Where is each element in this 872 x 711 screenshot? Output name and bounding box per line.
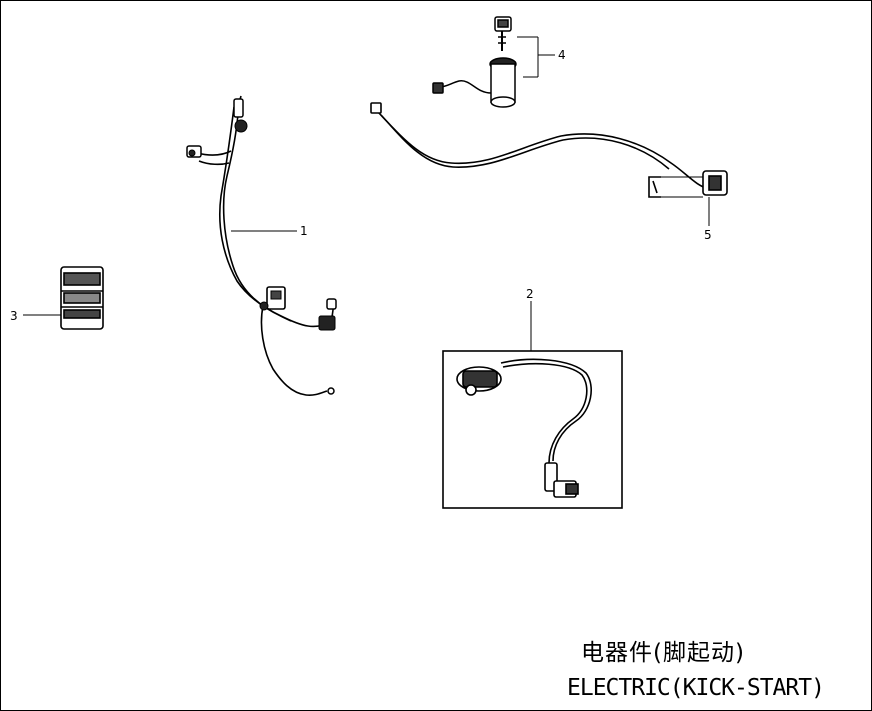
callout-4: 4 [558,48,566,62]
sensor-lead [456,358,592,498]
callout-2: 2 [526,287,534,301]
relay-module [60,266,104,330]
switch-cable [370,102,728,198]
callout-1: 1 [300,224,308,238]
leader-lines [23,36,710,351]
part-2-box [442,350,623,509]
harness-connectors [186,98,337,395]
title-english: ELECTRIC(KICK-START) [567,675,825,701]
callout-5: 5 [704,228,712,242]
title-chinese: 电器件(脚起动) [581,640,745,666]
callout-3: 3 [10,309,18,323]
ignition-switch [432,16,517,108]
wire-harness [196,95,335,396]
